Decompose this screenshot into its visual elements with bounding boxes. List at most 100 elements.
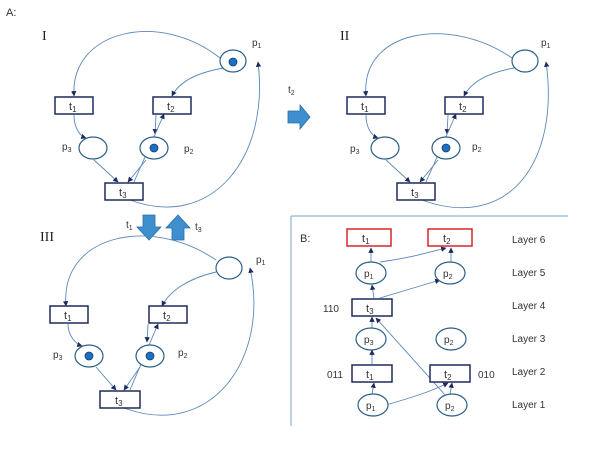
III-transition-t3 [99, 390, 141, 409]
II-label-t2-main: t [459, 101, 462, 113]
II-place-p3 [370, 136, 400, 160]
b-label-p2-l5-main: p [443, 269, 449, 280]
token-p1 [228, 57, 238, 67]
III-label-t1: t1 [64, 310, 72, 323]
b-code-t3: 110 [323, 304, 339, 315]
III-label-p3-main: p [53, 350, 59, 361]
III-label-p1: p1 [256, 255, 266, 267]
III-label-p2: p2 [178, 348, 188, 360]
state-II-label: II [340, 29, 350, 44]
label-p3-sub: 3 [68, 147, 72, 154]
state-I: I t1 t2 t3 p1 p3 p2 [42, 29, 262, 208]
III-label-p2-main: p [178, 348, 184, 359]
state-II: II t1 t2 t3 p1 p3 p2 [340, 29, 551, 209]
b-place-p2-l3 [435, 327, 467, 351]
label-p3-main: p [62, 142, 68, 153]
b-label-t2-top-main: t [443, 233, 446, 245]
b-arc-t3-p1 [370, 284, 376, 299]
II-label-p3-sub: 3 [356, 149, 360, 156]
III-place-p1 [215, 256, 243, 280]
II-label-t3-main: t [411, 187, 414, 199]
panel-b: B: t1 t2 p1 p2 t3 110 p3 p2 [290, 215, 568, 426]
b-transition-t1-top [346, 228, 392, 247]
b-label-p2-l3: p2 [444, 335, 454, 347]
arc-p3-t3 [93, 159, 119, 183]
label-p1-sub: 1 [258, 43, 262, 50]
layer-4-label: Layer 4 [512, 301, 546, 312]
III-label-t3-sub: 3 [118, 399, 123, 408]
state-III: III t1 t2 t3 p1 p3 p2 [40, 230, 266, 416]
III-label-t2-sub: 2 [166, 314, 171, 323]
label-t1: t1 [69, 101, 77, 114]
arrow-down-label: t1 [126, 220, 133, 232]
transition-t3 [104, 182, 144, 201]
II-label-p2-main: p [472, 142, 478, 153]
b-label-t2-sub: 2 [447, 373, 452, 382]
label-t2: t2 [167, 101, 175, 114]
b-label-t1: t1 [366, 369, 374, 382]
layer-3-label: Layer 3 [512, 334, 546, 345]
label-t3-main: t [119, 187, 122, 199]
b-arc-p2-t3 [375, 317, 447, 397]
arc-t3-p1 [129, 61, 262, 208]
II-label-t1-main: t [361, 101, 364, 113]
label-t3: t3 [119, 187, 127, 200]
arc-III-p1-t1 [62, 235, 217, 307]
arc-II-t2-p2 [444, 114, 450, 135]
arc-II-t3-p1 [421, 61, 550, 209]
b-transition-t3 [351, 298, 393, 317]
arrow-right-main: t [288, 85, 291, 96]
arc-III-p1-t2 [161, 271, 217, 307]
b-label-t3-sub: 3 [369, 307, 374, 316]
layer-6-label: Layer 6 [512, 235, 546, 246]
II-label-t2-sub: 2 [462, 105, 467, 114]
label-p2: p2 [184, 144, 194, 156]
layer-1-label: Layer 1 [512, 400, 546, 411]
II-transition-t3 [396, 182, 436, 201]
b-label-p1-l5-sub: 1 [370, 274, 374, 281]
b-label-t2-main: t [444, 369, 447, 381]
III-label-p1-sub: 1 [262, 260, 266, 267]
III-label-t3: t3 [115, 395, 123, 408]
token-p2 [149, 143, 159, 153]
arc-III-p2-t3 [123, 366, 141, 391]
arc-III-t3-p1 [123, 267, 255, 416]
label-t2-sub: 2 [170, 105, 175, 114]
transition-arrow-right: t2 [287, 85, 311, 131]
II-label-p2: p2 [472, 142, 482, 154]
b-label-p1-l1: p1 [366, 401, 376, 413]
transition-arrows-vertical: t1 t3 [126, 214, 202, 241]
arc-II-p2-t3 [419, 159, 439, 183]
arrow-down-sub: 1 [129, 225, 133, 232]
layer-5-label: Layer 5 [512, 268, 546, 279]
b-transition-t2-top [427, 228, 473, 247]
II-label-t1: t1 [361, 101, 369, 114]
b-arc-p1-t2 [385, 382, 449, 406]
b-label-t3: t3 [366, 303, 374, 316]
arrow-up-sub: 3 [198, 227, 202, 234]
III-transition-t2 [148, 305, 188, 324]
b-label-t1-top-main: t [362, 233, 365, 245]
arc-II-t1-p3 [365, 114, 379, 140]
arrow-up-main: t [195, 222, 198, 233]
arrow-right-label: t2 [288, 85, 295, 97]
arrow-up-label: t3 [195, 222, 202, 234]
b-place-p3 [355, 327, 387, 351]
b-label-p3-main: p [364, 335, 370, 346]
III-label-p1-main: p [256, 255, 262, 266]
b-label-p2-l5-sub: 2 [449, 274, 453, 281]
state-III-label: III [40, 230, 54, 245]
b-label-t1-sub: 1 [369, 373, 374, 382]
b-label-t1-top: t1 [362, 233, 370, 246]
b-label-t2: t2 [444, 369, 452, 382]
label-t3-sub: 3 [122, 191, 127, 200]
b-arc-p1-t1 [370, 382, 376, 395]
II-label-t3: t3 [411, 187, 419, 200]
b-label-p2-l3-main: p [444, 335, 450, 346]
label-p1: p1 [252, 38, 262, 50]
label-p2-sub: 2 [190, 149, 194, 156]
b-code-t2: 010 [478, 370, 495, 381]
arc-II-p1-t1 [362, 33, 513, 97]
arc-II-p3-t3 [385, 159, 411, 183]
